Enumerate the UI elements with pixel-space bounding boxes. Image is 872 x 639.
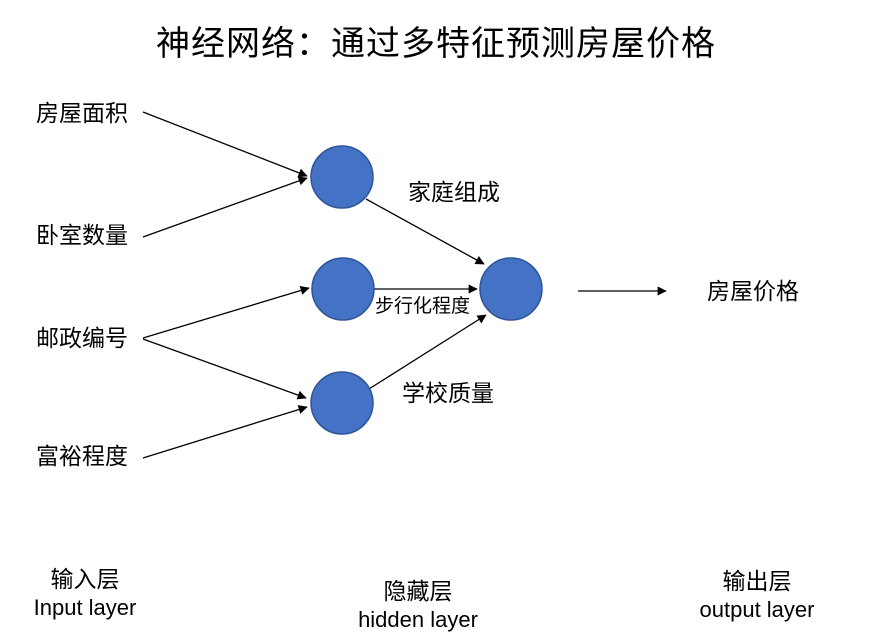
caption-output-layer: 输出层 output layer bbox=[672, 567, 842, 624]
caption-hidden-layer-en: hidden layer bbox=[358, 606, 478, 632]
caption-hidden-layer: 隐藏层 hidden layer bbox=[333, 577, 503, 634]
edge-wealth-to-hidden3 bbox=[142, 405, 308, 459]
output-label-house-price: 房屋价格 bbox=[707, 278, 799, 304]
edge-hidden1-to-output bbox=[365, 198, 485, 265]
edge-zipcode-to-hidden3 bbox=[142, 338, 307, 400]
hidden-label-school-quality: 学校质量 bbox=[402, 380, 494, 406]
input-label-house-area: 房屋面积 bbox=[36, 100, 128, 126]
caption-output-layer-en: output layer bbox=[699, 596, 815, 622]
caption-output-layer-zh: 输出层 bbox=[722, 568, 792, 594]
input-label-wealth-level: 富裕程度 bbox=[36, 443, 128, 469]
caption-input-layer: 输入层 Input layer bbox=[0, 565, 170, 622]
caption-input-layer-zh: 输入层 bbox=[50, 566, 120, 592]
edge-bedrooms-to-hidden1 bbox=[142, 176, 308, 238]
edge-zipcode-to-hidden2 bbox=[142, 286, 310, 339]
edge-output-to-price-arrow-source bbox=[368, 314, 487, 390]
diagram-title: 神经网络：通过多特征预测房屋价格 bbox=[156, 25, 716, 63]
input-label-bedroom-count: 卧室数量 bbox=[36, 222, 128, 248]
caption-input-layer-en: Input layer bbox=[33, 594, 137, 620]
hidden-node-walkability bbox=[311, 257, 375, 321]
edge-house-area-to-hidden1 bbox=[142, 111, 308, 178]
edge-group bbox=[142, 111, 667, 459]
input-label-zip-code: 邮政编号 bbox=[36, 325, 128, 351]
hidden-label-walkability: 步行化程度 bbox=[375, 296, 471, 317]
hidden-label-family-composition: 家庭组成 bbox=[408, 179, 500, 205]
hidden-node-family bbox=[310, 145, 374, 209]
caption-hidden-layer-zh: 隐藏层 bbox=[383, 578, 453, 604]
hidden-node-school bbox=[310, 371, 374, 435]
output-node bbox=[479, 257, 543, 321]
